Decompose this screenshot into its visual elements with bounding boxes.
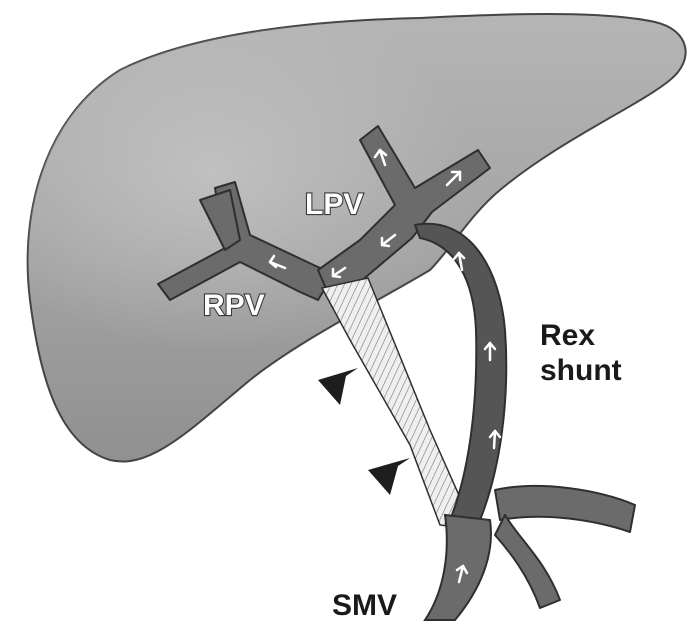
lower-branch (495, 515, 560, 608)
lpv-label: LPV (305, 188, 363, 221)
smv-label: SMV (332, 589, 397, 622)
rex-shunt-label-line1: Rex (540, 319, 595, 352)
rpv-label: RPV (203, 289, 265, 322)
rex-shunt-label-line2: shunt (540, 354, 622, 387)
liver (28, 14, 686, 462)
thrombosed-portal-vein (322, 278, 470, 528)
smv-trunk (425, 515, 491, 620)
arrowhead-marker-icon (368, 458, 410, 495)
smv-branches (495, 486, 635, 608)
arrowhead-marker-icon (318, 368, 358, 405)
splenic-branch (495, 486, 635, 532)
